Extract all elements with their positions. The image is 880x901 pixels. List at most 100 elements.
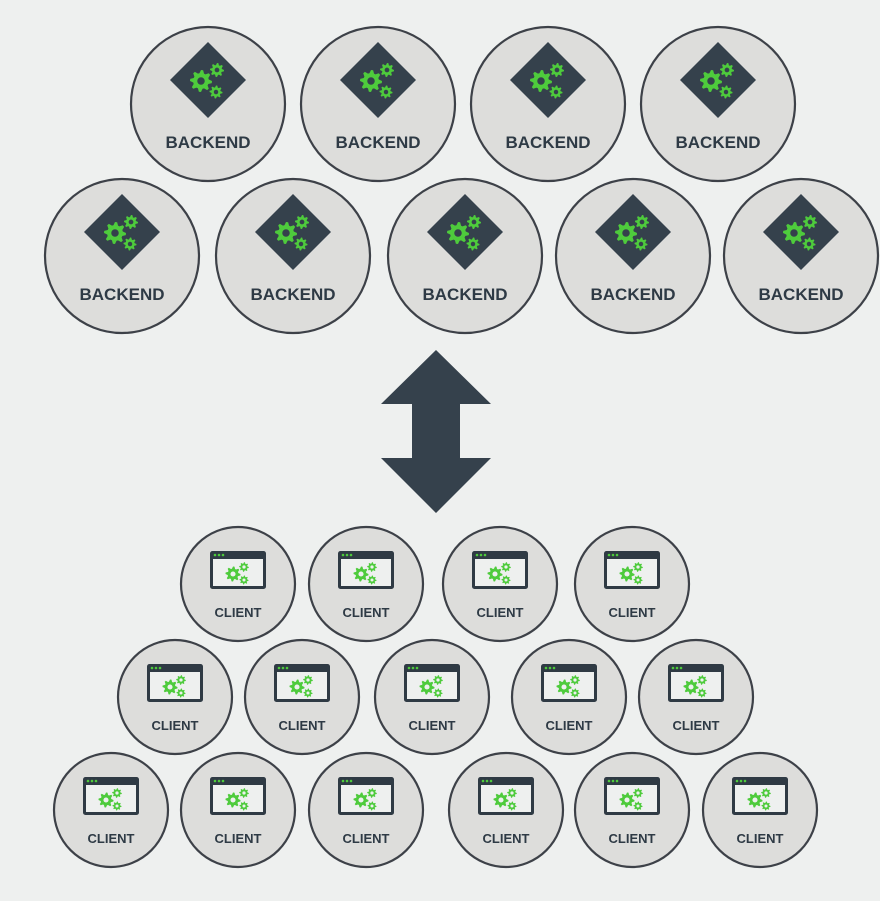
browser-window-gears-icon [668,664,724,702]
gear-icon [720,63,734,77]
gear-icon [190,70,212,92]
client-label: CLIENT [546,718,593,733]
browser-window-gears-icon [478,777,534,815]
gear-icon [380,63,394,77]
gear-icon [719,85,733,99]
gear-icon [467,215,481,229]
client-node: CLIENT [179,751,297,869]
backend-node: BACKEND [214,177,372,335]
client-node: CLIENT [447,751,565,869]
gear-icon [112,801,122,811]
gear-icon [303,688,313,698]
client-node: CLIENT [307,525,425,643]
backend-node: BACKEND [469,25,627,183]
gear-icon [570,688,580,698]
gear-icon [239,562,249,572]
gear-icon [697,688,707,698]
browser-window-gears-icon [732,777,788,815]
gear-icon [683,679,699,695]
client-label: CLIENT [215,605,262,620]
browser-window-gears-icon [604,777,660,815]
gears-diamond-icon [510,42,586,118]
browser-window-gears-icon [147,664,203,702]
client-node: CLIENT [116,638,234,756]
gear-icon [619,792,635,808]
gear-icon [295,215,309,229]
gear-icon [803,215,817,229]
client-label: CLIENT [673,718,720,733]
gears-diamond-icon [595,194,671,270]
gear-icon [303,675,313,685]
client-node: CLIENT [52,751,170,869]
client-label: CLIENT [343,831,390,846]
gear-icon [353,792,369,808]
client-label: CLIENT [609,605,656,620]
gear-icon [501,562,511,572]
gears-diamond-icon [84,194,160,270]
browser-window-gears-icon [404,664,460,702]
gear-icon [98,792,114,808]
client-node: CLIENT [441,525,559,643]
gear-icon [530,70,552,92]
browser-window-gears-icon [541,664,597,702]
gear-icon [367,575,377,585]
gear-icon [210,63,224,77]
gear-icon [367,562,377,572]
gear-icon [570,675,580,685]
gear-icon [697,675,707,685]
backend-label: BACKEND [759,285,844,304]
gears-diamond-icon [680,42,756,118]
double-arrow-icon [381,350,491,513]
backend-label: BACKEND [166,133,251,152]
gear-icon [294,237,308,251]
backend-node: BACKEND [386,177,544,335]
gear-icon [633,575,643,585]
client-label: CLIENT [215,831,262,846]
gear-icon [634,237,648,251]
gear-icon [209,85,223,99]
gear-icon [433,675,443,685]
gear-icon [360,70,382,92]
client-label: CLIENT [609,831,656,846]
gears-diamond-icon [255,194,331,270]
browser-window-gears-icon [472,551,528,589]
gears-diamond-icon [340,42,416,118]
browser-window-gears-icon [338,551,394,589]
client-node: CLIENT [243,638,361,756]
client-node: CLIENT [573,525,691,643]
client-label: CLIENT [477,605,524,620]
gear-icon [176,688,186,698]
gear-icon [556,679,572,695]
gear-icon [549,85,563,99]
connector-group [381,350,491,513]
browser-window-gears-icon [83,777,139,815]
browser-window-gears-icon [210,551,266,589]
gear-icon [633,788,643,798]
gear-icon [633,801,643,811]
gear-icon [487,566,503,582]
gear-icon [419,679,435,695]
gear-icon [635,215,649,229]
gear-icon [239,575,249,585]
backend-node: BACKEND [43,177,201,335]
gears-diamond-icon [427,194,503,270]
client-label: CLIENT [88,831,135,846]
gear-icon [367,801,377,811]
gear-icon [275,222,297,244]
gear-icon [447,222,469,244]
gear-icon [550,63,564,77]
gear-icon [501,575,511,585]
browser-window-gears-icon [274,664,330,702]
gear-icon [176,675,186,685]
browser-window-gears-icon [338,777,394,815]
browser-window-gears-icon [210,777,266,815]
gear-icon [367,788,377,798]
backend-node: BACKEND [299,25,457,183]
client-label: CLIENT [152,718,199,733]
gears-diamond-icon [763,194,839,270]
gear-icon [747,792,763,808]
gear-icon [802,237,816,251]
gear-icon [493,792,509,808]
